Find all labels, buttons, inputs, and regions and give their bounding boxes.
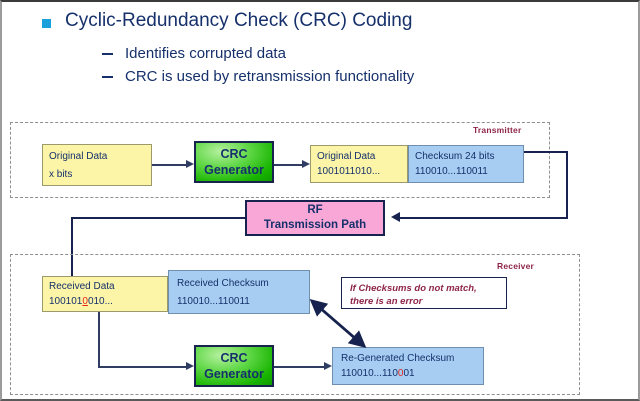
connector-rx-crc-to-regen [274, 366, 326, 368]
receiver-group-label: Receiver [497, 261, 535, 271]
received-data-bits-suffix: 010... [87, 296, 113, 307]
sub-bullet-label-2: CRC is used by retransmission functional… [125, 68, 415, 85]
transmitter-group-label: Transmitter [473, 125, 522, 135]
connector-tx-data-to-crc [152, 164, 188, 166]
connector-tx-out-down [566, 151, 569, 219]
receiver-crc-generator-box: CRC Generator [194, 345, 274, 387]
connector-tx-out-right [524, 151, 568, 154]
checksum-mismatch-note-box: If Checksums do not match, there is an e… [341, 277, 507, 309]
arrowhead-tx-data-to-crc [186, 160, 194, 168]
transmitter-output-checksum-line1: Checksum 24 bits [415, 151, 495, 162]
transmitter-crc-generator-line1: CRC [220, 147, 248, 161]
title-bullet-row: Cyclic-Redundancy Check (CRC) Coding [42, 10, 412, 32]
sub-bullet-row-1: Identifies corrupted data [102, 44, 286, 63]
transmitter-output-checksum-box: Checksum 24 bits 110010...110011 [408, 145, 524, 183]
transmitter-crc-generator-box: CRC Generator [194, 141, 274, 183]
transmitter-output-checksum-line2: 110010...110011 [415, 166, 488, 177]
dash-bullet-icon [102, 53, 113, 55]
arrowhead-into-rf-path [391, 212, 400, 222]
received-checksum-line1: Received Checksum [177, 278, 269, 289]
sub-bullet-row-2: CRC is used by retransmission functional… [102, 67, 414, 86]
regenerated-checksum-line1: Re-Generated Checksum [341, 353, 455, 364]
received-checksum-line2: 110010...110011 [177, 296, 250, 307]
transmitter-output-data-box: Original Data 1001011010... [310, 145, 408, 183]
transmitter-output-data-line2: 1001011010... [317, 166, 381, 177]
regenerated-checksum-bits-prefix: 110010...110 [341, 368, 398, 379]
receiver-crc-generator-line2: Generator [204, 367, 264, 381]
square-bullet-icon [42, 19, 51, 28]
transmitter-original-data-box: Original Data x bits [42, 144, 152, 186]
receiver-crc-generator-line1: CRC [220, 351, 248, 365]
transmitter-output-data-line1: Original Data [317, 151, 376, 162]
connector-tx-crc-to-output [274, 164, 304, 166]
rf-path-line1: RF [307, 204, 323, 216]
checksum-mismatch-note-line2: there is an error [350, 296, 423, 307]
received-data-box: Received Data 1001010010... [42, 276, 168, 312]
checksum-mismatch-note-line1: If Checksums do not match, [350, 283, 477, 294]
arrowhead-rx-data-to-crc [186, 362, 194, 370]
received-data-line1: Received Data [49, 281, 115, 292]
received-checksum-box: Received Checksum 110010...110011 [168, 270, 310, 314]
received-data-bits: 1001010010... [49, 296, 113, 307]
connector-rf-down-to-rx [71, 217, 74, 280]
received-data-error-bit: 0 [82, 296, 88, 307]
rf-path-line2: Transmission Path [263, 219, 367, 231]
received-data-bits-prefix: 100101 [49, 296, 83, 307]
connector-tx-out-to-rf [400, 217, 568, 220]
transmitter-original-data-line1: Original Data [49, 151, 108, 162]
connector-rx-data-to-crc [98, 366, 188, 368]
regenerated-checksum-box: Re-Generated Checksum 110010...110001 [332, 347, 484, 385]
checksum-comparison-arrow [309, 298, 367, 349]
rf-transmission-path-box: RF Transmission Path [245, 200, 385, 236]
regenerated-checksum-bits: 110010...110001 [341, 368, 415, 379]
sub-bullet-label-1: Identifies corrupted data [125, 45, 286, 62]
arrowhead-tx-crc-to-output [302, 160, 310, 168]
receiver-group-frame [10, 254, 580, 395]
connector-rf-out-left [71, 217, 245, 220]
regenerated-checksum-error-bit: 0 [397, 368, 404, 379]
arrowhead-rx-crc-to-regen [324, 362, 332, 370]
transmitter-group-frame [10, 122, 550, 198]
transmitter-crc-generator-line2: Generator [204, 163, 264, 177]
regenerated-checksum-bits-suffix: 01 [403, 368, 415, 379]
connector-rx-data-down [98, 312, 100, 367]
transmitter-original-data-line2: x bits [49, 169, 73, 180]
dash-bullet-icon [102, 76, 113, 78]
page-title: Cyclic-Redundancy Check (CRC) Coding [65, 10, 413, 31]
